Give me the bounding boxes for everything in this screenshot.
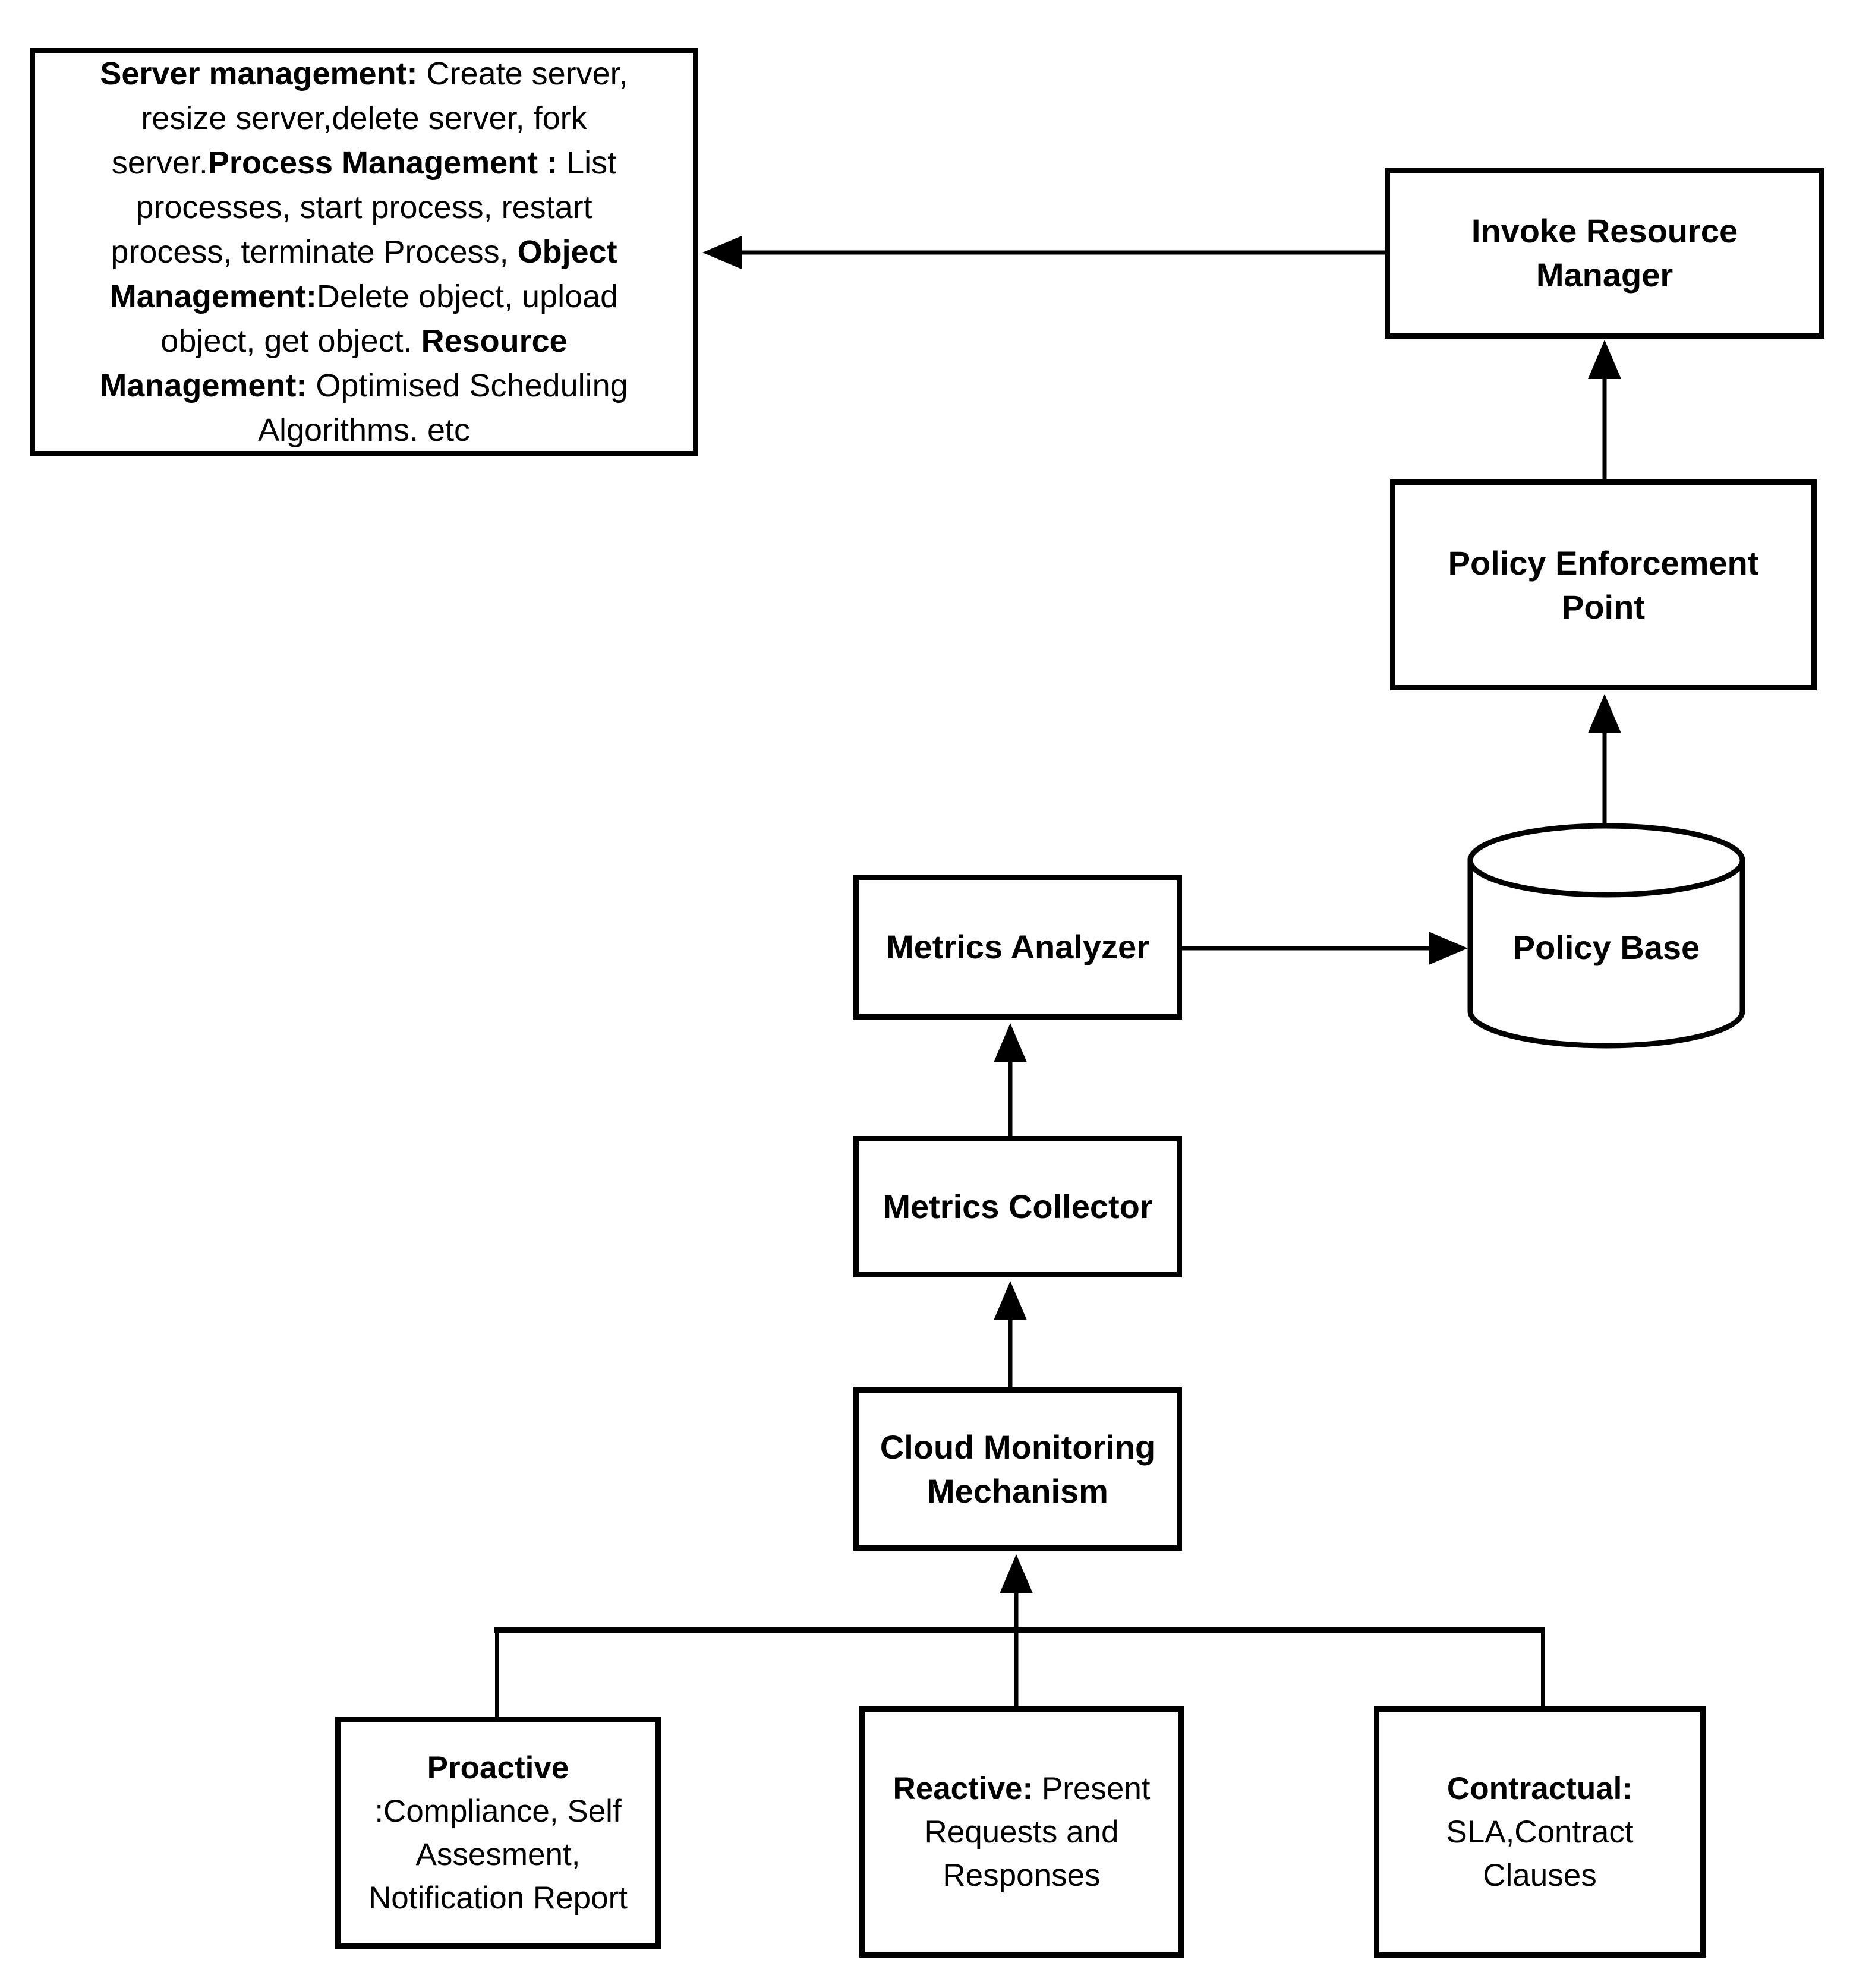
edge-analyzer-to-policybase	[1182, 932, 1468, 965]
arrowhead-up-icon	[1588, 340, 1621, 379]
metrics-collector-label: Metrics Collector	[883, 1188, 1153, 1225]
policy-base-label: Policy Base	[1512, 929, 1700, 966]
arrowhead-left-icon	[702, 236, 742, 269]
edge-collector-to-analyzer	[994, 1023, 1027, 1136]
node-policy-base: Policy Base	[1470, 903, 1742, 992]
edge-cmm-to-collector	[994, 1281, 1027, 1387]
edge-irm-to-capabilities	[702, 236, 1385, 269]
node-capabilities-note: Server management: Create server,resize …	[30, 48, 698, 456]
metrics-analyzer-label: Metrics Analyzer	[886, 928, 1149, 965]
arrowhead-up-icon	[1000, 1554, 1033, 1593]
node-metrics-analyzer: Metrics Analyzer	[853, 875, 1182, 1020]
policy-base-cylinder-icon	[1467, 823, 1745, 1049]
arrowhead-up-icon	[994, 1281, 1027, 1320]
node-metrics-collector: Metrics Collector	[853, 1136, 1182, 1277]
arrowhead-up-icon	[994, 1023, 1027, 1062]
capabilities-note-text: Server management: Create server,resize …	[100, 55, 628, 448]
arrowhead-up-icon	[1588, 694, 1621, 733]
edge-bus-to-cmm	[494, 1554, 1545, 1717]
arrowhead-right-icon	[1429, 932, 1468, 965]
edge-policybase-to-pep	[1588, 694, 1621, 827]
edge-pep-to-irm	[1588, 340, 1621, 479]
